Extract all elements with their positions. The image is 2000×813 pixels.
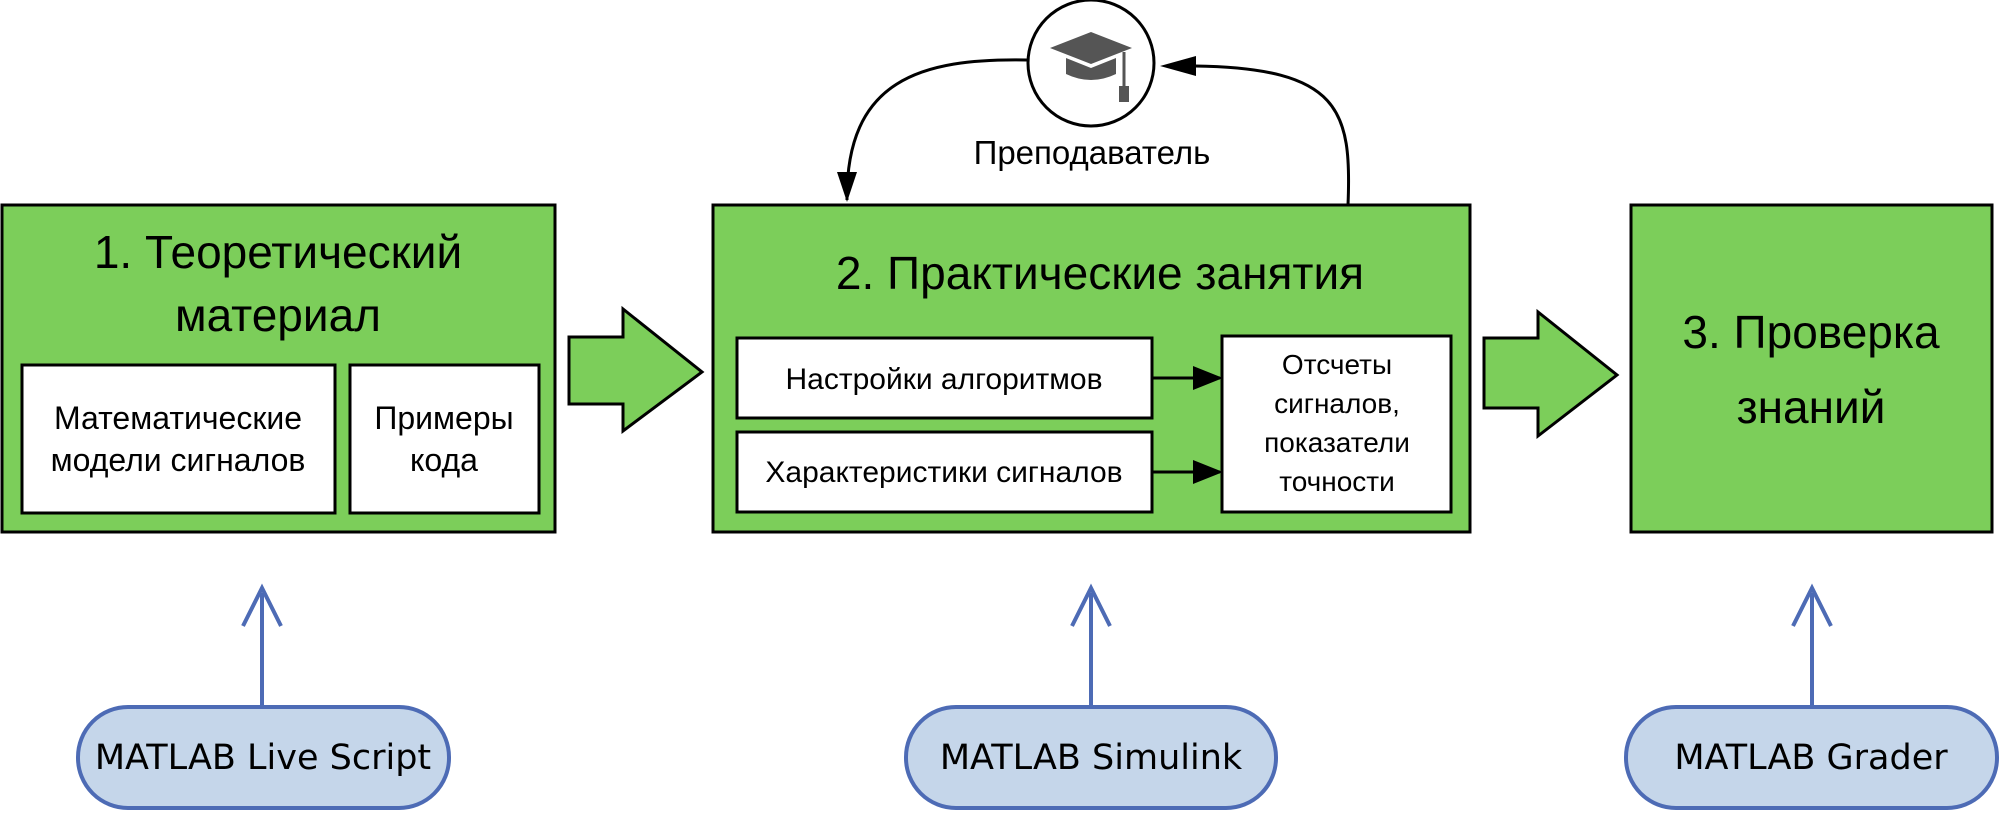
live-script-pill (76, 705, 451, 810)
tool-grader: MATLAB Grader (1624, 583, 1999, 810)
teacher-to-stage2-arrow (845, 58, 1028, 201)
flow-arrow-2-to-3 (1482, 308, 1620, 440)
grader-pill (1624, 705, 1999, 810)
output-line3: показатели (1264, 427, 1410, 458)
teacher-label: Преподаватель (974, 134, 1211, 171)
graduation-cap-icon (1050, 32, 1132, 102)
live-script-arrowhead (241, 583, 283, 627)
math-models-line2: модели сигналов (51, 442, 306, 478)
output-line2: сигналов, (1274, 388, 1400, 419)
output-line1: Отсчеты (1282, 349, 1392, 380)
teacher-loop: Преподаватель (837, 0, 1351, 206)
tool-simulink: MATLAB Simulink (904, 583, 1278, 810)
live-script-label: MATLAB Live Script (95, 738, 431, 778)
simulink-label: MATLAB Simulink (940, 738, 1243, 778)
stage-3-assessment: 3. Проверка знаний (1629, 203, 1994, 534)
stage-1-theory: 1. Теоретический материал Математические… (0, 203, 557, 534)
code-examples-box (348, 363, 541, 515)
output-box (1220, 334, 1453, 514)
stage2-to-teacher-arrowhead (1160, 56, 1196, 76)
tool-live-script: MATLAB Live Script (76, 583, 451, 810)
simulink-pill (904, 705, 1278, 810)
stage-1-title-line2: материал (175, 289, 381, 341)
algorithm-settings-box (735, 336, 1154, 420)
grader-arrowhead (1791, 583, 1833, 627)
math-models-box (20, 363, 337, 515)
stage-2-practice: 2. Практические занятия Настройки алгори… (711, 203, 1472, 534)
stage-2-title: 2. Практические занятия (836, 247, 1364, 299)
signal-characteristics-label: Характеристики сигналов (765, 456, 1122, 489)
code-examples-line2: кода (410, 442, 478, 478)
flow-arrow-1-to-2 (567, 305, 705, 434)
simulink-arrowhead (1070, 583, 1112, 627)
stage-3-title-line1: 3. Проверка (1682, 306, 1940, 358)
algorithm-settings-label: Настройки алгоритмов (785, 363, 1102, 396)
teacher-to-stage2-arrowhead (837, 172, 857, 202)
stage-3-title-line2: знаний (1737, 381, 1886, 433)
stage-3-panel (1629, 203, 1994, 534)
math-models-line1: Математические (54, 400, 302, 436)
stage2-to-teacher-arrow (1194, 64, 1351, 206)
grader-label: MATLAB Grader (1674, 738, 1948, 778)
code-examples-line1: Примеры (374, 400, 513, 436)
output-line4: точности (1279, 466, 1395, 497)
stage-1-title-line1: 1. Теоретический (94, 226, 462, 278)
